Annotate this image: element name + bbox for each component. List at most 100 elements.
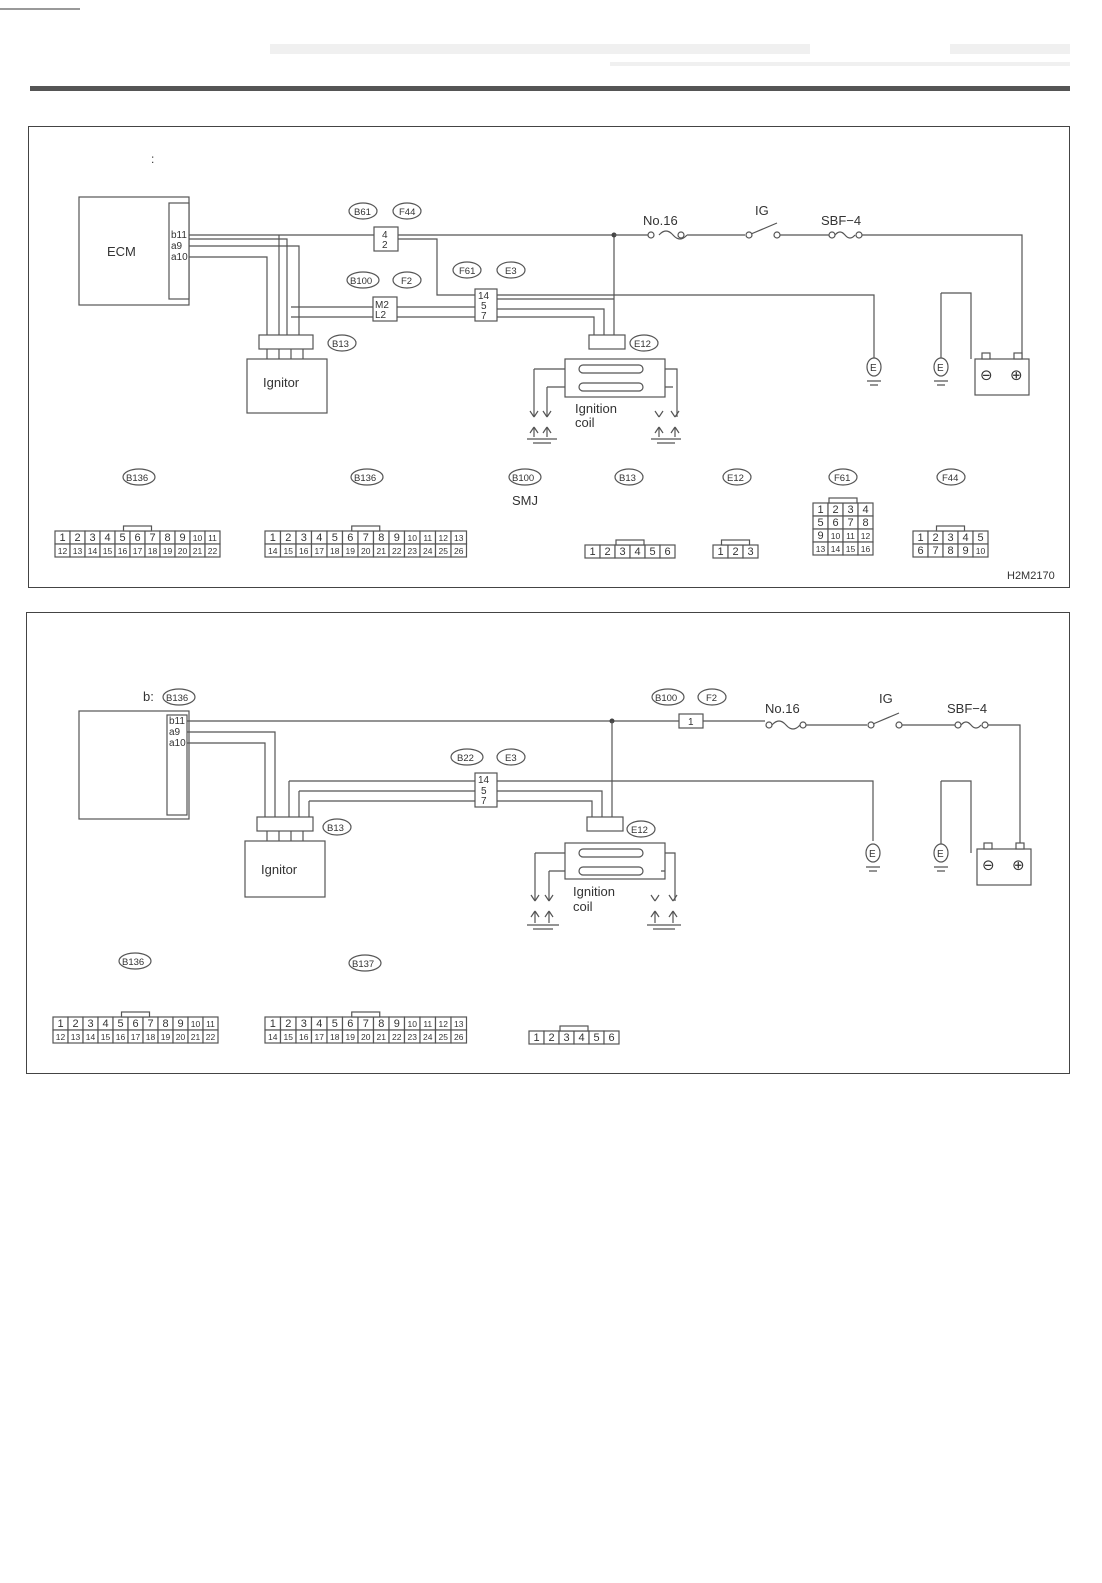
pinout-b136-b-pin-label: 5 — [332, 532, 338, 544]
pinout2-b136-pin-label: 3 — [87, 1018, 93, 1030]
pinout2-b136-pin-label: 8 — [162, 1018, 168, 1030]
spark-plugs2-left — [527, 894, 559, 930]
tag2-b22-text: B22 — [457, 753, 474, 764]
legend-tag-b13 — [614, 468, 644, 486]
pinout-b136-b-pin-label: 22 — [392, 546, 402, 556]
pinout2-smj-cell — [603, 1030, 620, 1045]
fuse2-no16 — [771, 720, 801, 730]
ground-2-icon — [933, 357, 949, 377]
pinout2-b136-key-tab — [120, 1011, 151, 1018]
pinout-b136-a-pin-label: 17 — [133, 546, 143, 556]
pinout2-b137-pin-label: 9 — [394, 1018, 400, 1030]
legend-smj: SMJ — [512, 493, 538, 508]
pinout-b136-b-pin-label: 15 — [284, 546, 294, 556]
pinout-b13-pin-label: 3 — [619, 546, 625, 558]
pinout2-smj-pin-label: 5 — [593, 1032, 599, 1044]
pinout2-b137-pin-label: 25 — [439, 1032, 449, 1042]
tag2-f2 — [697, 688, 727, 706]
header-rule — [30, 86, 1070, 91]
ig2-terminal-b — [895, 721, 903, 729]
pinout-b136-a-pin-label: 7 — [149, 532, 155, 544]
ig-switch-blade — [750, 222, 778, 235]
tag2-b13 — [322, 818, 352, 836]
tag2-f2-text: F2 — [706, 693, 717, 704]
ecm-pin-a10: a10 — [171, 252, 188, 263]
legend-b136-a: B136 — [126, 473, 148, 484]
wire-battery-plus — [862, 234, 1023, 359]
fuse2-label: No.16 — [765, 701, 800, 716]
ground2-2-label: E — [937, 849, 944, 860]
ignitor2-leads — [266, 831, 304, 841]
sbf-label: SBF−4 — [821, 213, 861, 228]
ground2-1-label: E — [869, 849, 876, 860]
pinout-b136-a-pin-label: 1 — [59, 532, 65, 544]
battery-post-neg — [981, 352, 991, 360]
pinout2-b137-pin-label: 14 — [268, 1032, 278, 1042]
pin-b61-4: 4 — [382, 230, 388, 241]
pin-f61-5: 5 — [481, 301, 487, 312]
wiring-diagram-1: ECM b11 a9 a10 : 4 2 M2 L2 14 5 7 No.16 … — [28, 126, 1070, 588]
pinout2-smj-pin-label: 3 — [563, 1032, 569, 1044]
pinout-e12-key-tab — [720, 539, 751, 546]
pinout-f61-pin-label: 10 — [831, 531, 841, 541]
tag-b13-text: B13 — [332, 339, 349, 350]
tag-b61-text: B61 — [354, 207, 371, 218]
tag-e3-text: E3 — [505, 266, 517, 277]
ignitor-box-2 — [244, 840, 326, 898]
pinout2-b136-pin-label: 10 — [191, 1019, 201, 1029]
pinout2-b137-pin-label: 10 — [408, 1019, 418, 1029]
pinout-b136-a-pin-label: 4 — [104, 532, 110, 544]
pinout-e12-pin-label: 2 — [732, 546, 738, 558]
tag2-e12-text: E12 — [631, 825, 648, 836]
pinout-b136-a-pin-label: 2 — [74, 532, 80, 544]
pinout2-b136-pin-label: 5 — [117, 1018, 123, 1030]
pinout2-b136-pin-label: 14 — [86, 1032, 96, 1042]
ground-2-label: E — [937, 363, 944, 374]
pinout-b136-b-pin-label: 24 — [423, 546, 433, 556]
pin2-b22-5: 5 — [481, 786, 487, 797]
pinout-b136-a-pin-label: 9 — [179, 532, 185, 544]
ground-1-label: E — [870, 363, 877, 374]
pinout-b136-a-pin-label: 21 — [193, 546, 203, 556]
wire2-battery-plus — [988, 724, 1021, 853]
sbf2-terminal-b — [981, 721, 989, 729]
tag-b100-text: B100 — [350, 276, 372, 287]
pinout-b136-b-pin-label: 21 — [377, 546, 387, 556]
ignitor-leads — [266, 349, 304, 359]
legend-f61: F61 — [834, 473, 850, 484]
legend-b136-b: B136 — [354, 473, 376, 484]
pinout2-b137-pin-label: 11 — [423, 1019, 432, 1029]
pinout2-b136-pin-label: 2 — [72, 1018, 78, 1030]
pinout-b136-b-pin-label: 11 — [423, 533, 432, 543]
ecm2-pin-a9: a9 — [169, 727, 181, 738]
ig-switch-terminal-a — [745, 231, 753, 239]
pinout2-b137-pin-label: 26 — [454, 1032, 464, 1042]
sbf2-label: SBF−4 — [947, 701, 987, 716]
pinout-b136-a-pin-label: 18 — [148, 546, 158, 556]
battery2-post-pos — [1015, 842, 1025, 850]
pin2-b22-14: 14 — [478, 775, 490, 786]
pinout-b136-a-pin-label: 10 — [193, 533, 203, 543]
pinout-f61-cell — [857, 541, 874, 556]
wire-f61-7 — [497, 316, 595, 339]
ignitor-label: Ignitor — [263, 375, 300, 390]
ecm-connector-2 — [166, 714, 188, 816]
pinout2-b137-pin-label: 24 — [423, 1032, 433, 1042]
legend-tag-f44 — [936, 468, 966, 486]
tag2-e3-text: E3 — [505, 753, 517, 764]
pinout-f44-pin-label: 1 — [917, 532, 923, 544]
pinout2-smj-key-tab — [559, 1025, 589, 1032]
ignitor-connector-2 — [256, 816, 314, 832]
tag-f2 — [392, 271, 422, 289]
pinout2-b137-pin-label: 20 — [361, 1032, 371, 1042]
pinout-b136-a-cell — [204, 543, 221, 558]
tag-b136-text: B136 — [166, 693, 188, 704]
wire2-a10 — [187, 742, 266, 817]
pinout2-b136-pin-label: 6 — [132, 1018, 138, 1030]
pinout-b136-b-cell — [450, 543, 468, 558]
wire2-to-ground-1 — [497, 780, 874, 841]
pinout-b136-a-pin-label: 5 — [119, 532, 125, 544]
coil-leads — [533, 368, 678, 417]
pinout-f61-pin-label: 8 — [862, 517, 868, 529]
legend-tag-b100 — [508, 468, 542, 486]
